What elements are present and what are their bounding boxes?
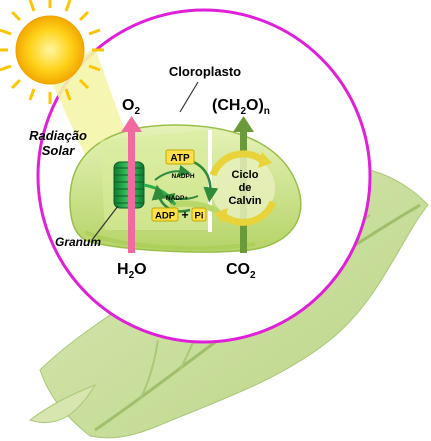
- nadp-label: NADP+: [166, 195, 188, 202]
- carbohydrate-label: (CH2O)n: [212, 97, 270, 117]
- o2-label: O2: [122, 97, 140, 117]
- h2o-label: H2O: [117, 261, 147, 281]
- calvin-label-line2: de: [239, 182, 252, 194]
- calvin-cycle-ring: [209, 150, 277, 226]
- granum-pointer: [91, 205, 119, 241]
- atp-box: [165, 149, 195, 165]
- granum-label: Granum: [55, 235, 101, 249]
- chloroplast-label: Cloroplasto: [169, 64, 241, 79]
- radiation-label-line1: Radiação: [29, 128, 87, 143]
- atp-label: ATP: [170, 153, 190, 164]
- adp-box: [151, 207, 179, 222]
- nadph-label: NADPH: [171, 173, 194, 180]
- pi-label: Pi: [195, 211, 204, 222]
- chloroplast-pointer: [179, 81, 199, 113]
- radiation-label-line2: Solar: [42, 143, 75, 158]
- oxygen-water-arrow: [121, 116, 142, 253]
- plus-sign: +: [181, 208, 188, 222]
- sun-icon: [0, 0, 104, 104]
- calvin-label-line3: Calvin: [228, 195, 261, 207]
- calvin-label-line1: Ciclo: [232, 169, 259, 181]
- pi-box: [191, 207, 207, 222]
- co2-label: CO2: [226, 261, 256, 281]
- adp-label: ADP: [155, 211, 176, 222]
